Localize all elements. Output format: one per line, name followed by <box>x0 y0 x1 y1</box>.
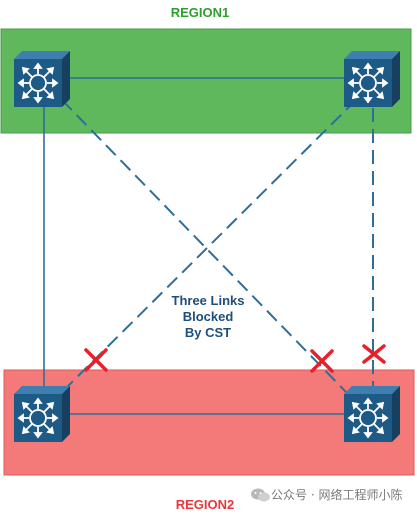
blocked-x-icon <box>362 344 386 364</box>
region1-label: REGION1 <box>171 5 230 20</box>
switch-r2-right <box>344 386 400 442</box>
switch-r1-right <box>344 51 400 107</box>
nodes-layer <box>14 51 400 442</box>
annotation-text: Three Links Blocked By CST <box>172 293 245 340</box>
link-r1-left-r2-right <box>61 99 347 393</box>
link-r1-right-r2-left <box>61 99 357 393</box>
switch-r1-left <box>14 51 70 107</box>
blocked-markers <box>84 344 386 373</box>
switch-r2-left <box>14 386 70 442</box>
annotation-line1: Three Links <box>172 293 245 308</box>
watermark-text: 公众号 · 网络工程师小陈 <box>271 487 402 502</box>
wechat-icon <box>251 488 270 502</box>
blocked-x-icon <box>310 349 334 373</box>
blocked-x-icon <box>84 348 108 372</box>
annotation-line3: By CST <box>185 325 231 340</box>
region2-label: REGION2 <box>176 497 235 512</box>
watermark: 公众号 · 网络工程师小陈 <box>251 487 402 502</box>
links-layer <box>43 77 374 415</box>
annotation-line2: Blocked <box>183 309 234 324</box>
